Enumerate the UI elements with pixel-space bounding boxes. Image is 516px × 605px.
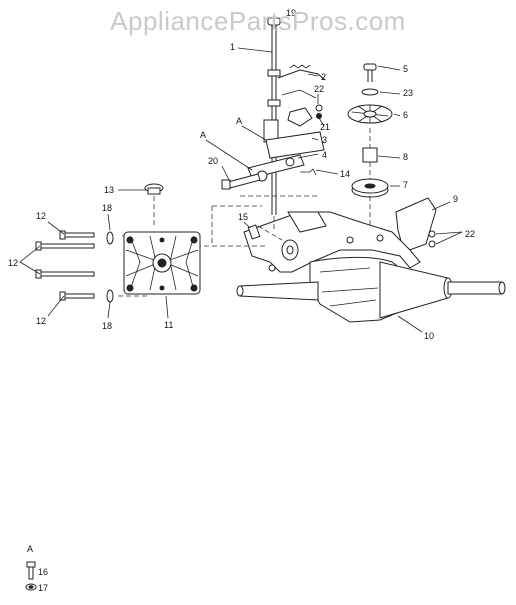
callout-14: 14 (340, 169, 350, 179)
callout-18b: 18 (102, 321, 112, 331)
callout-1: 1 (230, 42, 235, 52)
callout-21: 21 (320, 122, 330, 132)
callout-labels: 19 1 2 22 21 3 4 14 5 23 6 8 7 9 22 10 1… (8, 8, 475, 593)
callout-22b: 22 (465, 229, 475, 239)
watermark: AppliancePartsPros.com (110, 6, 406, 36)
callout-17: 17 (38, 583, 48, 593)
callout-8: 8 (403, 152, 408, 162)
ref-a3: A (27, 544, 33, 554)
callout-19: 19 (286, 8, 296, 18)
ref-a1: A (200, 130, 206, 140)
bolts-12 (35, 230, 114, 303)
callout-15: 15 (238, 212, 248, 222)
callout-4: 4 (322, 150, 327, 160)
shift-arm (277, 64, 326, 127)
bracket-lever (247, 119, 325, 182)
callout-22a: 22 (314, 84, 324, 94)
bracket-9 (395, 197, 437, 253)
callout-2: 2 (321, 72, 326, 82)
callout-5: 5 (403, 64, 408, 74)
callout-12c: 12 (36, 316, 46, 326)
callout-12b: 12 (8, 258, 18, 268)
shift-rod (267, 17, 281, 215)
callout-7: 7 (403, 180, 408, 190)
callout-20: 20 (208, 156, 218, 166)
callout-3: 3 (322, 135, 327, 145)
callout-16: 16 (38, 567, 48, 577)
detail-a (25, 561, 37, 591)
callout-18a: 18 (102, 203, 112, 213)
ref-a2: A (236, 116, 242, 126)
callout-11: 11 (164, 320, 173, 330)
callout-12a: 12 (36, 211, 46, 221)
callout-23: 23 (403, 88, 413, 98)
pin-15 (247, 224, 261, 240)
callout-6: 6 (403, 110, 408, 120)
callout-9: 9 (453, 194, 458, 204)
plug-13 (144, 183, 164, 195)
leader-lines (19, 47, 463, 333)
bolt-20 (221, 173, 261, 190)
fan-cover (123, 231, 201, 295)
pulley-stack (347, 63, 393, 232)
transaxle-housing (236, 211, 506, 323)
callout-10: 10 (424, 331, 434, 341)
callout-13: 13 (104, 185, 114, 195)
